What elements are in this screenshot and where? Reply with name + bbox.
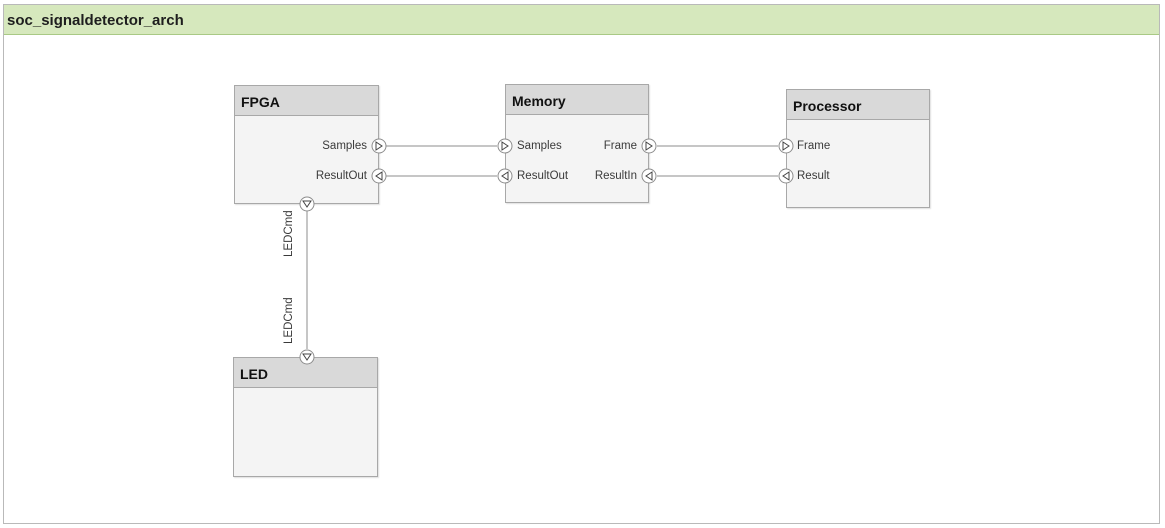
component-led-header: LED <box>234 358 377 388</box>
component-fpga-title: FPGA <box>241 94 280 110</box>
memory-port-resultin-label: ResultIn <box>594 170 637 182</box>
model-title: soc_signaldetector_arch <box>7 12 184 29</box>
component-processor-header: Processor <box>787 90 929 120</box>
memory-port-resultout-label: ResultOut <box>517 170 569 182</box>
fpga-port-samples-label: Samples <box>322 140 367 152</box>
processor-port-frame-label: Frame <box>797 140 831 152</box>
component-fpga-header: FPGA <box>235 86 378 116</box>
component-memory-header: Memory <box>506 85 648 115</box>
model-title-bar: soc_signaldetector_arch <box>4 5 1159 35</box>
component-fpga[interactable]: FPGA Samples ResultOut <box>234 85 379 204</box>
component-led[interactable]: LED <box>233 357 378 477</box>
led-port-ledcmd-label: LEDCmd <box>283 297 295 344</box>
component-led-title: LED <box>240 366 268 382</box>
memory-port-samples-label: Samples <box>517 140 562 152</box>
fpga-port-resultout-label: ResultOut <box>315 170 367 182</box>
component-memory[interactable]: Memory Samples ResultOut Frame ResultIn <box>505 84 649 203</box>
memory-port-frame-label: Frame <box>603 140 637 152</box>
component-processor-title: Processor <box>793 98 862 114</box>
architecture-canvas: soc_signaldetector_arch <box>3 4 1160 524</box>
component-memory-title: Memory <box>512 93 566 109</box>
processor-port-result-label: Result <box>797 170 830 182</box>
component-processor[interactable]: Processor Frame Result <box>786 89 930 208</box>
fpga-port-ledcmd-label: LEDCmd <box>283 210 295 257</box>
